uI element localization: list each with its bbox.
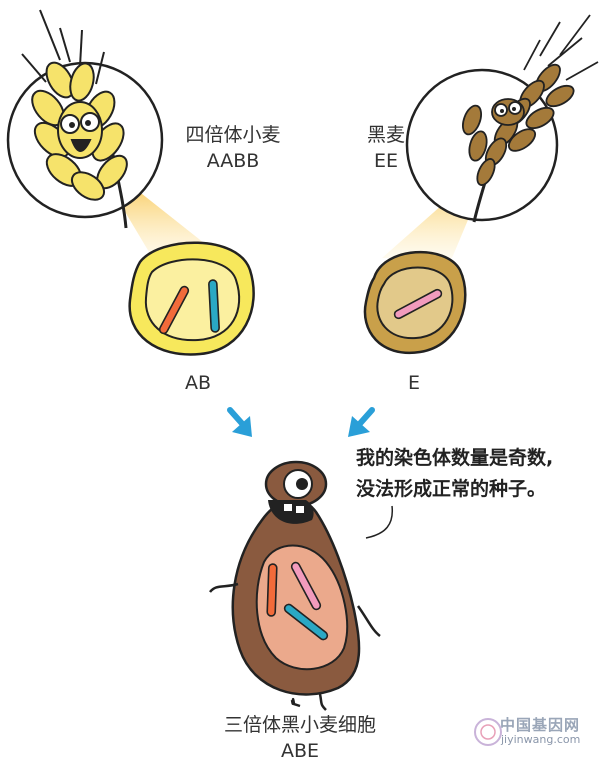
triploid-cell-character — [209, 460, 381, 711]
offspring-label: 三倍体黑小麦细胞 ABE — [200, 712, 400, 764]
gamete-e-label: E — [407, 372, 420, 394]
gamete-cell-ab — [128, 241, 255, 356]
rye-name: 黑麦 — [366, 124, 405, 146]
arrow-right-icon — [348, 407, 375, 437]
chromosome-b-offspring — [283, 603, 329, 641]
chromosome-b — [208, 279, 220, 333]
rye-group — [382, 14, 599, 258]
speech-tail — [365, 505, 394, 539]
speech-line-1: 我的染色体数量是奇数, — [356, 447, 554, 469]
offspring-genome: ABE — [280, 740, 320, 762]
gamete-ab-label: AB — [184, 372, 212, 394]
watermark: 中国基因网 jiyinwang.com — [470, 712, 598, 752]
wheat-ear-icon — [21, 9, 128, 229]
gamete-cell-e — [363, 250, 467, 355]
tetraploid-wheat-label: 四倍体小麦 AABB — [178, 122, 288, 174]
tetraploid-wheat-genome: AABB — [206, 150, 260, 172]
speech-line-2: 没法形成正常的种子。 — [356, 478, 547, 500]
watermark-logo-icon — [474, 718, 502, 746]
chromosome-e — [393, 288, 443, 320]
offspring-name: 三倍体黑小麦细胞 — [223, 714, 376, 736]
watermark-cn: 中国基因网 — [500, 716, 581, 734]
tetraploid-wheat-name: 四倍体小麦 — [185, 124, 281, 146]
chromosome-e-offspring — [290, 561, 322, 611]
rye-ear-icon — [461, 14, 599, 223]
rye-label: 黑麦 EE — [346, 122, 426, 174]
speech-bubble-text: 我的染色体数量是奇数, 没法形成正常的种子。 — [356, 443, 596, 505]
rye-genome: EE — [373, 150, 398, 172]
watermark-en: jiyinwang.com — [501, 733, 581, 746]
chromosome-a-offspring — [266, 563, 278, 617]
chromosome-a — [158, 285, 190, 335]
arrow-left-icon — [227, 407, 252, 437]
